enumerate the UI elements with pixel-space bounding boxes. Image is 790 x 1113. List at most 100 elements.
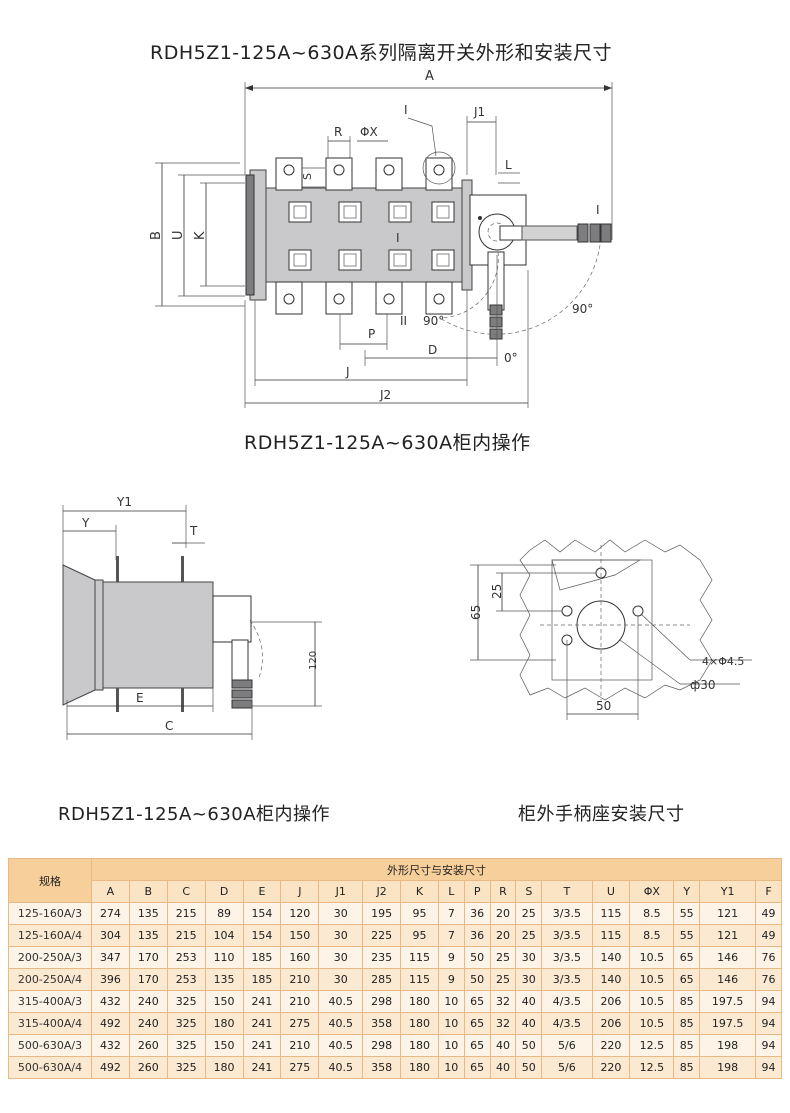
table-cell: 8.5: [629, 924, 675, 947]
table-cell: 10: [437, 1012, 465, 1035]
column-header: C: [166, 880, 206, 903]
table-cell: 180: [400, 1012, 439, 1035]
label-i-mid: I: [396, 231, 400, 245]
side-view-caption: RDH5Z1-125A~630A柜内操作: [58, 804, 331, 825]
panel-cutout-drawing: 65 25 4×Φ4.5 ф30 50: [469, 539, 752, 720]
table-cell: 210: [280, 990, 320, 1013]
label-120: 120: [308, 651, 319, 670]
table-cell: 32: [489, 990, 517, 1013]
table-cell: 65: [463, 1034, 491, 1057]
column-header: J2: [362, 880, 402, 903]
table-cell: 215: [166, 924, 206, 947]
table-cell: 55: [673, 924, 701, 947]
label-b: B: [149, 231, 164, 240]
operating-handle: [469, 194, 612, 340]
table-cell: 180: [400, 990, 439, 1013]
table-cell: 170: [128, 946, 168, 969]
table-cell: 30: [318, 968, 364, 991]
table-cell: 275: [280, 1012, 320, 1035]
spec-model-cell: 125-160A/4: [8, 924, 92, 947]
table-cell: 85: [673, 1012, 701, 1035]
spec-model-cell: 200-250A/3: [8, 946, 92, 969]
label-ii: II: [400, 314, 407, 328]
panel-caption: 柜外手柄座安装尺寸: [518, 804, 685, 825]
column-header: T: [541, 880, 593, 903]
table-cell: 241: [242, 1034, 282, 1057]
table-cell: 40.5: [318, 1012, 364, 1035]
spec-model-cell: 500-630A/4: [8, 1056, 92, 1079]
table-cell: 215: [166, 902, 206, 925]
table-cell: 120: [280, 902, 320, 925]
table-cell: 325: [166, 1056, 206, 1079]
column-header: J: [280, 880, 320, 903]
table-cell: 3/3.5: [541, 924, 593, 947]
table-cell: 235: [362, 946, 402, 969]
label-k: K: [193, 231, 208, 240]
table-cell: 432: [91, 1034, 130, 1057]
table-cell: 20: [489, 924, 517, 947]
table-cell: 40: [489, 1056, 517, 1079]
table-cell: 241: [242, 1056, 282, 1079]
table-cell: 94: [755, 1034, 782, 1057]
label-j: J: [345, 365, 350, 379]
table-cell: 325: [166, 1034, 206, 1057]
label-d: D: [428, 343, 437, 357]
table-cell: 140: [591, 946, 631, 969]
label-i-right: I: [596, 203, 600, 217]
table-cell: 5/6: [541, 1056, 593, 1079]
label-l: L: [505, 158, 512, 172]
table-cell: 198: [699, 1056, 757, 1079]
table-cell: 10: [437, 990, 465, 1013]
label-phi30: ф30: [690, 678, 716, 692]
table-cell: 65: [463, 990, 491, 1013]
table-cell: 89: [204, 902, 244, 925]
table-cell: 76: [755, 968, 782, 991]
table-cell: 298: [362, 990, 402, 1013]
table-cell: 85: [673, 1034, 701, 1057]
table-cell: 180: [400, 1034, 439, 1057]
table-cell: 304: [91, 924, 130, 947]
table-cell: 121: [699, 924, 757, 947]
table-cell: 241: [242, 1012, 282, 1035]
table-cell: 185: [242, 968, 282, 991]
table-cell: 55: [673, 902, 701, 925]
label-angle-90-left: 90°: [423, 314, 444, 328]
switch-body: I: [245, 151, 473, 315]
table-cell: 12.5: [629, 1034, 675, 1057]
table-cell: 241: [242, 990, 282, 1013]
label-p: P: [368, 327, 375, 341]
table-cell: 5/6: [541, 1034, 593, 1057]
table-cell: 253: [166, 946, 206, 969]
table-cell: 30: [515, 946, 543, 969]
table-cell: 115: [591, 902, 631, 925]
table-cell: 50: [463, 946, 491, 969]
label-65: 65: [469, 605, 483, 620]
table-cell: 40: [515, 1012, 543, 1035]
label-r: R: [334, 125, 342, 139]
label-c: C: [165, 719, 173, 733]
table-cell: 104: [204, 924, 244, 947]
side-body: [62, 556, 263, 712]
label-angle-90-right: 90°: [572, 302, 593, 316]
column-header: ΦX: [629, 880, 675, 903]
table-cell: 7: [437, 902, 465, 925]
table-cell: 115: [591, 924, 631, 947]
dimension-group-header: 外形尺寸与安装尺寸: [91, 858, 782, 881]
column-header: D: [204, 880, 244, 903]
table-cell: 358: [362, 1056, 402, 1079]
spec-model-cell: 315-400A/3: [8, 990, 92, 1013]
table-cell: 40.5: [318, 990, 364, 1013]
front-view-caption: RDH5Z1-125A~630A柜内操作: [244, 432, 531, 454]
table-cell: 65: [463, 1056, 491, 1079]
label-y1: Y1: [116, 495, 132, 509]
column-header: Y: [673, 880, 701, 903]
table-cell: 285: [362, 968, 402, 991]
table-cell: 40: [515, 990, 543, 1013]
table-cell: 150: [280, 924, 320, 947]
